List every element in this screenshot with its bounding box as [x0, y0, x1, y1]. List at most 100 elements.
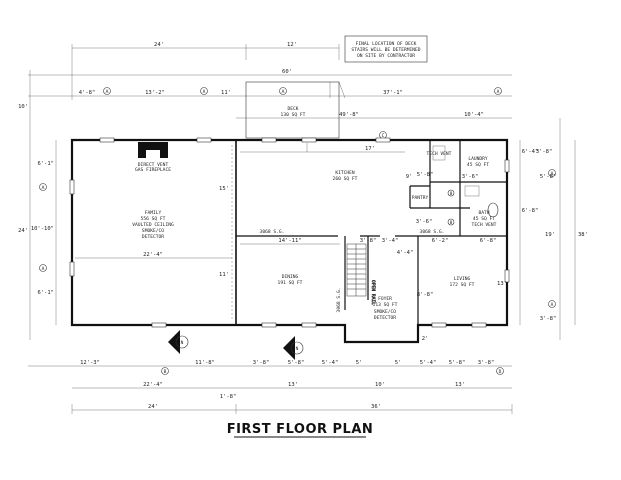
- svg-text:TECH VENT: TECH VENT: [472, 222, 497, 228]
- svg-text:N: N: [296, 346, 299, 352]
- svg-text:5': 5': [395, 360, 402, 366]
- svg-text:2': 2': [422, 336, 429, 342]
- svg-text:6'-4": 6'-4": [522, 149, 539, 155]
- svg-text:A: A: [42, 266, 45, 272]
- svg-text:3'-8": 3'-8": [478, 360, 495, 366]
- svg-text:24': 24': [18, 228, 28, 234]
- svg-text:STAIRS WILL BE DETERMINED: STAIRS WILL BE DETERMINED: [351, 47, 420, 53]
- windows: [69, 137, 510, 328]
- svg-text:DETECTOR: DETECTOR: [142, 234, 164, 240]
- svg-text:A: A: [282, 89, 285, 95]
- deck-label: DECK: [287, 106, 298, 112]
- svg-text:ON SITE BY CONTRACTOR: ON SITE BY CONTRACTOR: [357, 53, 415, 59]
- svg-text:9': 9': [406, 174, 413, 180]
- svg-text:3'-8": 3'-8": [540, 316, 557, 322]
- living-label: LIVING: [454, 276, 471, 282]
- family-label: FAMILY: [145, 210, 162, 216]
- svg-text:13': 13': [455, 382, 465, 388]
- grid-bubbles-top: A A A A C: [103, 87, 502, 139]
- dim-fam-h: 15': [219, 186, 229, 192]
- svg-text:191 SQ FT: 191 SQ FT: [278, 280, 303, 286]
- living: LIVING 172 SQ FT 13': [450, 276, 507, 288]
- svg-text:TECH VENT: TECH VENT: [427, 151, 452, 157]
- svg-text:C: C: [382, 133, 385, 139]
- svg-text:113 SQ FT: 113 SQ FT: [373, 302, 398, 308]
- svg-text:FIRST FLOOR PLAN: FIRST FLOOR PLAN: [227, 422, 374, 437]
- svg-text:A: A: [497, 89, 500, 95]
- svg-text:B: B: [164, 369, 167, 375]
- dim-top3-c: 11': [221, 90, 231, 96]
- svg-text:3068 S.G.: 3068 S.G.: [336, 288, 342, 313]
- svg-text:6'-1": 6'-1": [37, 161, 54, 167]
- svg-text:8: 8: [450, 191, 453, 197]
- dining-label: DINING: [282, 274, 299, 280]
- deck: DECK 130 SQ FT: [245, 81, 346, 139]
- svg-text:3'-6": 3'-6": [416, 219, 433, 225]
- svg-text:12'-3": 12'-3": [80, 360, 100, 366]
- svg-text:3'-8": 3'-8": [360, 238, 377, 244]
- svg-text:45 SQ FT: 45 SQ FT: [467, 162, 489, 168]
- dim-family-w: 22'-4": [143, 252, 163, 258]
- foyer-label: FOYER: [378, 296, 392, 302]
- dim-top3-a: 4'-8": [79, 90, 96, 96]
- svg-text:130 SQ FT: 130 SQ FT: [281, 112, 306, 118]
- svg-text:172 SQ FT: 172 SQ FT: [450, 282, 475, 288]
- bottom-dimensions: 12'-3" 11'-8" 3'-8" 5'-8" 5'-4" 5' 5' 5'…: [28, 360, 513, 414]
- svg-text:14'-11": 14'-11": [278, 238, 301, 244]
- family-room: FAMILY 556 SQ FT VAULTED CEILING SMOKE/C…: [75, 145, 233, 320]
- top-dimensions: 24' 12' 60' 4'-8" 13'-2" 11' 37'-1" 49'-…: [28, 42, 512, 119]
- svg-text:A: A: [203, 89, 206, 95]
- svg-text:6'-1": 6'-1": [37, 290, 54, 296]
- svg-text:3'-4": 3'-4": [382, 238, 399, 244]
- svg-text:5'-8": 5'-8": [540, 174, 557, 180]
- svg-text:DETECTOR: DETECTOR: [374, 315, 396, 321]
- dim-top4-a: 49'-8": [339, 112, 359, 118]
- north-arrow-right: N: [283, 336, 304, 360]
- svg-text:1'-8": 1'-8": [220, 394, 237, 400]
- laundry-label: LAUNDRY: [468, 156, 488, 162]
- bath-label: BATH: [478, 210, 489, 216]
- dim-top1-b: 12': [287, 42, 297, 48]
- svg-text:5'-4": 5'-4": [420, 360, 437, 366]
- plan-title: FIRST FLOOR PLAN: [227, 422, 374, 438]
- contractor-note: FINAL LOCATION OF DECK STAIRS WILL BE DE…: [344, 35, 428, 63]
- right-dimensions: 6'-4" 3'-8" 6'-8" 19' 38' 3'-8" 5'-8" A …: [519, 118, 588, 340]
- svg-text:24': 24': [148, 404, 158, 410]
- dim-kitchen-w: 17': [365, 146, 375, 152]
- svg-text:4'-4": 4'-4": [397, 250, 414, 256]
- svg-text:A: A: [106, 89, 109, 95]
- dim-top2: 60': [282, 69, 292, 75]
- svg-text:5'-4": 5'-4": [322, 360, 339, 366]
- svg-text:260 SQ FT: 260 SQ FT: [333, 176, 358, 182]
- foyer: FOYER 113 SQ FT SMOKE/CO DETECTOR 2': [373, 296, 429, 342]
- svg-text:13': 13': [497, 281, 507, 287]
- svg-text:5'-8": 5'-8": [449, 360, 466, 366]
- svg-text:OPEN RAIL: OPEN RAIL: [370, 280, 376, 305]
- svg-text:6'-2": 6'-2": [432, 238, 449, 244]
- stairs: OPEN RAIL: [346, 243, 376, 305]
- svg-text:A: A: [551, 171, 554, 177]
- svg-text:D: D: [499, 369, 502, 375]
- kitchen-label: KITCHEN: [335, 170, 355, 176]
- svg-text:3'-6": 3'-6": [462, 174, 479, 180]
- bath: BATH 45 SQ FT TECH VENT: [464, 185, 499, 228]
- svg-text:3'-8": 3'-8": [253, 360, 270, 366]
- dim-top4-b: 10'-4": [464, 112, 484, 118]
- interior-walls: [236, 140, 507, 325]
- svg-text:38': 38': [578, 232, 588, 238]
- svg-text:5': 5': [356, 360, 363, 366]
- svg-text:45 SQ FT: 45 SQ FT: [473, 216, 495, 222]
- svg-text:SMOKE/CO: SMOKE/CO: [374, 309, 396, 315]
- dim-top3-b: 13'-2": [145, 90, 165, 96]
- svg-text:GAS FIREPLACE: GAS FIREPLACE: [135, 167, 171, 173]
- svg-text:3068 S.G.: 3068 S.G.: [420, 229, 445, 235]
- svg-text:N: N: [181, 340, 184, 346]
- svg-text:A: A: [42, 185, 45, 191]
- north-arrow-left: N: [168, 330, 189, 354]
- left-dimensions: 10' 24' 6'-1" 10'-10" 6'-1" A A: [18, 70, 57, 340]
- pantry: PANTRY 3'-6" 8 8: [412, 189, 455, 226]
- svg-text:556 SQ FT: 556 SQ FT: [141, 216, 166, 222]
- dim-fam-h2: 11': [219, 272, 229, 278]
- fireplace: DIRECT VENT GAS FIREPLACE: [135, 142, 171, 173]
